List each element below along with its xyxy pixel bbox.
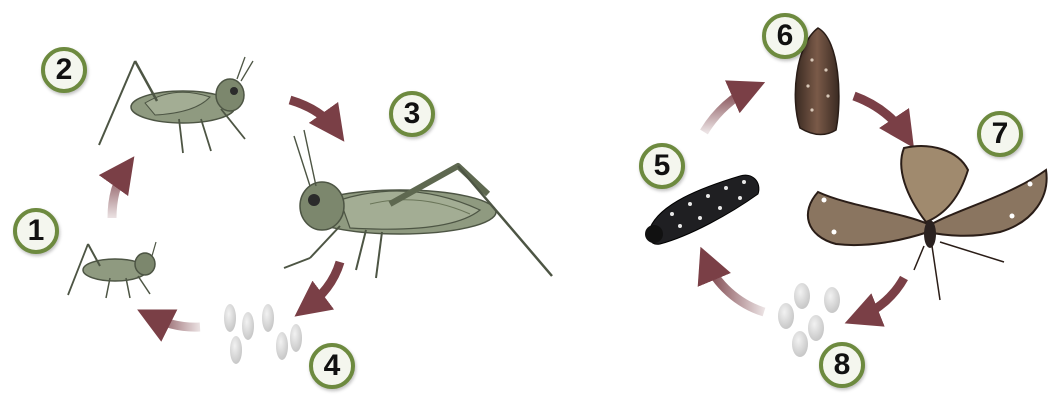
stage-badge-2: 2 — [41, 47, 87, 93]
stage-badge-4: 4 — [309, 343, 355, 389]
arrow-8-to-5 — [706, 260, 764, 312]
arrow-7-to-8 — [858, 278, 904, 318]
adult-grasshopper-icon — [284, 130, 552, 278]
stage-badge-5: 5 — [639, 143, 685, 189]
arrow-4-to-1 — [150, 316, 200, 327]
arrow-2-to-3 — [290, 100, 336, 130]
arrow-6-to-7 — [854, 96, 906, 136]
stage-badge-7: 7 — [977, 111, 1023, 157]
grasshopper-eggs-icon — [224, 304, 302, 364]
arrow-1-to-2 — [112, 168, 126, 218]
grasshopper-nymph-small-icon — [68, 242, 156, 298]
stage-badge-1: 1 — [13, 208, 59, 254]
arrow-3-to-4 — [306, 262, 340, 308]
grasshopper-nymph-large-icon — [99, 57, 253, 153]
butterfly-icon — [808, 146, 1047, 300]
arrow-5-to-6 — [704, 88, 752, 132]
stage-badge-6: 6 — [762, 13, 808, 59]
stage-badge-3: 3 — [389, 91, 435, 137]
stage-badge-8: 8 — [819, 342, 865, 388]
